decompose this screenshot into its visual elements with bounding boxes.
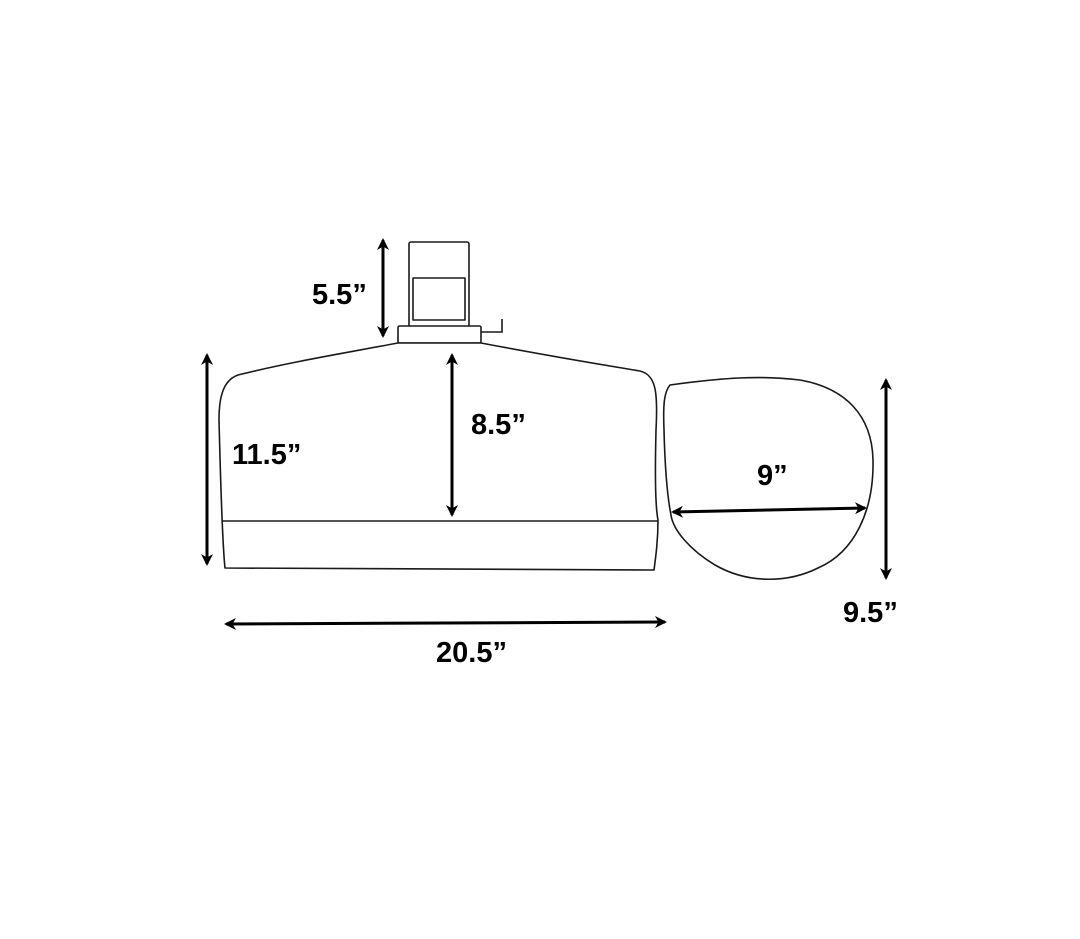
body-upper-height-label: 8.5”: [471, 409, 526, 441]
mount-tab: [481, 319, 503, 333]
pillow-width-label: 9”: [757, 460, 788, 492]
body-width-arrow: [224, 616, 667, 630]
mount-base-plate: [397, 325, 482, 344]
pillow-height-label: 9.5”: [843, 597, 898, 629]
body-outline: [218, 342, 659, 571]
mount-post: [397, 241, 503, 344]
mount-post-window: [412, 277, 466, 321]
pillow-width-arrow: [671, 502, 867, 518]
body-width-label: 20.5”: [436, 637, 507, 669]
main-body: [218, 342, 659, 571]
side-pillow: [662, 376, 874, 580]
mount-height-label: 5.5”: [312, 279, 367, 311]
body-total-height-label: 11.5”: [232, 439, 301, 471]
